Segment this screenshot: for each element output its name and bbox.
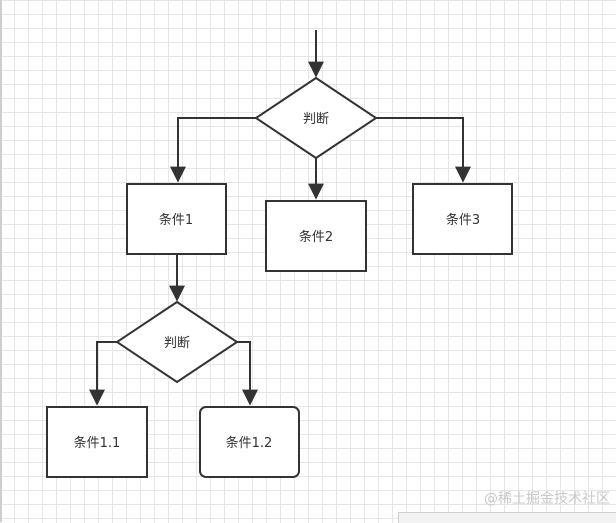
box-cond1-label: 条件1 [159, 212, 193, 228]
canvas-left-border [0, 0, 2, 522]
box-cond2[interactable] [265, 200, 367, 272]
box-cond11-label: 条件1.1 [74, 435, 121, 451]
box-cond2-label: 条件2 [299, 229, 333, 245]
box-cond11[interactable] [46, 406, 148, 478]
box-cond1[interactable] [126, 183, 227, 255]
box-cond12[interactable] [199, 406, 300, 478]
arrow-to-cond3 [376, 117, 471, 183]
box-cond12-label: 条件1.2 [226, 435, 273, 451]
watermark-text: @稀土掘金技术社区 [484, 491, 610, 507]
decision-top-label: 判断 [303, 112, 329, 127]
box-cond3-label: 条件3 [446, 212, 480, 228]
arrow-to-cond1 [170, 117, 256, 183]
horizontal-scrollbar[interactable] [398, 512, 616, 523]
arrow-to-cond11 [89, 341, 117, 406]
box-cond3[interactable] [412, 183, 513, 255]
arrow-to-cond12 [237, 341, 258, 406]
decision-mid-diamond[interactable] [115, 300, 239, 384]
decision-mid-label: 判断 [164, 336, 190, 351]
